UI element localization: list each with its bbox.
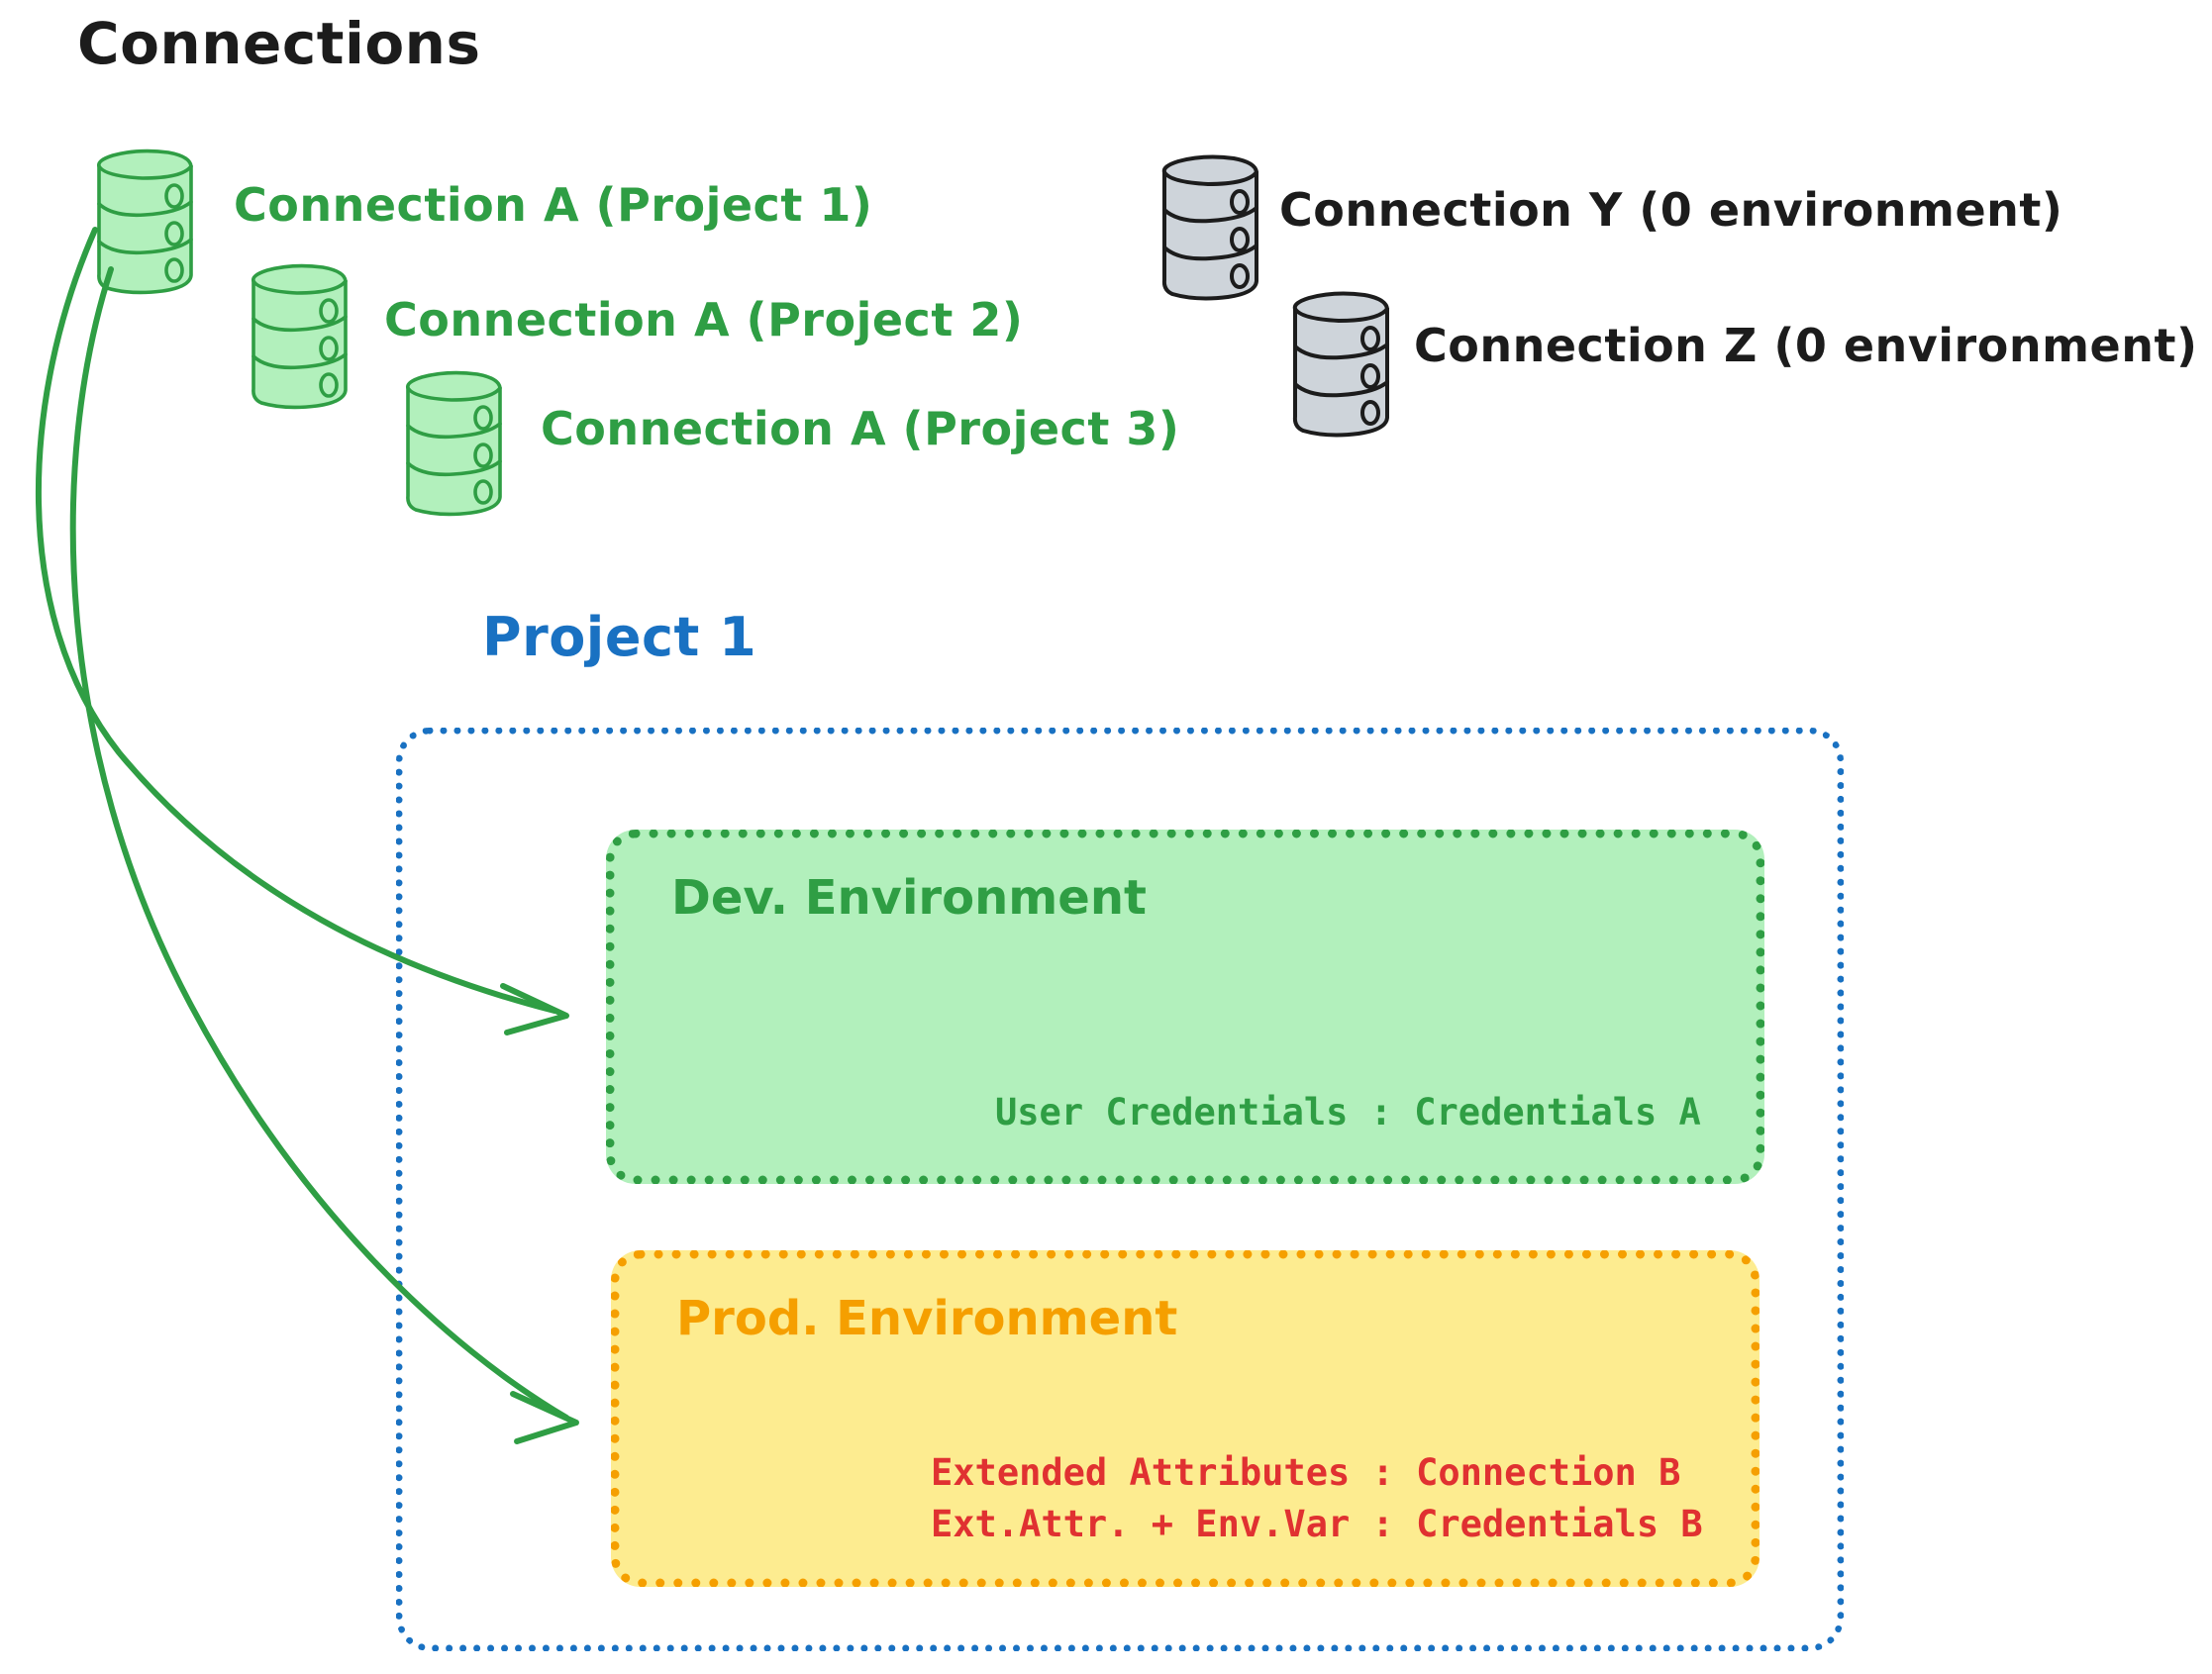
prod-environment-detail-2: Ext.Attr. + Env.Var : Credentials B [931, 1503, 1703, 1545]
page-title: Connections [77, 10, 481, 77]
prod-environment-detail-1: Extended Attributes : Connection B [931, 1451, 1681, 1494]
database-cylinder-icon [1292, 291, 1389, 438]
database-cylinder-icon [1161, 154, 1258, 301]
database-cylinder-icon [251, 263, 348, 410]
connection-label-gray-2: Connection Z (0 environment) [1414, 319, 2198, 372]
connection-label-green-3: Connection A (Project 3) [541, 402, 1180, 455]
database-cylinder-icon [97, 148, 193, 295]
connection-label-gray-1: Connection Y (0 environment) [1279, 183, 2063, 237]
dev-environment-detail-1: User Credentials : Credentials A [995, 1091, 1701, 1133]
dev-environment-box: Dev. Environment [606, 830, 1764, 1184]
prod-environment-box: Prod. Environment [611, 1250, 1760, 1587]
connection-label-green-1: Connection A (Project 1) [234, 178, 873, 232]
project-title: Project 1 [482, 606, 757, 668]
prod-environment-title: Prod. Environment [676, 1291, 1178, 1346]
database-cylinder-icon [406, 370, 502, 517]
dev-environment-title: Dev. Environment [671, 870, 1147, 926]
connection-label-green-2: Connection A (Project 2) [384, 293, 1024, 346]
